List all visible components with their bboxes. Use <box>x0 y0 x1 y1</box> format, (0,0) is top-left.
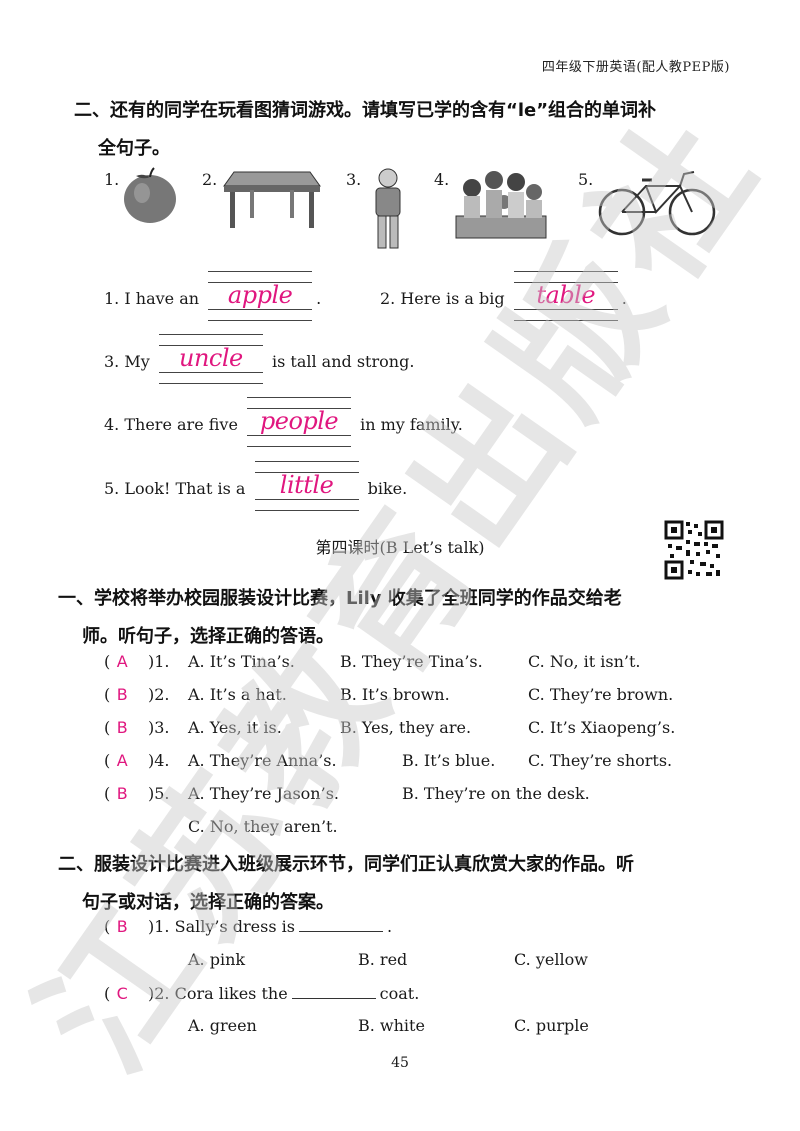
section-title: 二、服装设计比赛进入班级展示环节，同学们正认真欣赏大家的作品。听 句子或对话，选… <box>58 846 748 922</box>
question-number: )1. <box>148 917 170 936</box>
question-item: (B)1. Sally’s dress is. <box>104 917 393 936</box>
handwritten-answer: apple <box>227 281 293 309</box>
page-header: 四年级下册英语(配人教PEP版) <box>541 60 730 75</box>
fill-sentence: 3. My uncle is tall and strong. <box>104 334 415 384</box>
page-number: 45 <box>391 1055 409 1071</box>
option-b: B. They’re on the desk. <box>402 784 590 803</box>
handwritten-answer: little <box>279 471 334 499</box>
answer-blank[interactable]: table <box>513 271 618 321</box>
fill-sentence: 1. I have an apple. <box>104 271 322 321</box>
answer-blank[interactable]: little <box>254 461 359 511</box>
question-stem: coat. <box>379 984 420 1003</box>
section-title-line: 全句子。 <box>98 138 170 159</box>
section-title-line: 师。听句子，选择正确的答语。 <box>82 626 334 647</box>
answer-mark: B <box>116 784 128 803</box>
option-c: C. It’s Xiaopeng’s. <box>528 718 676 737</box>
table-image <box>223 171 321 228</box>
uncle-image <box>375 168 401 249</box>
answer-mark: B <box>116 718 128 737</box>
answer-mark: A <box>116 751 128 770</box>
option-b: B. It’s blue. <box>402 751 496 770</box>
figure-label: 5. <box>578 170 594 189</box>
option-a: A. Yes, it is. <box>188 718 282 737</box>
option-a: A. green <box>188 1016 257 1035</box>
question-stem: Cora likes the <box>174 984 288 1003</box>
option-a: A. It’s Tina’s. <box>188 652 295 671</box>
question-item: (B)5. <box>104 784 170 803</box>
question-item: (A)1. <box>104 652 170 671</box>
question-item: (A)4. <box>104 751 170 770</box>
option-c: C. purple <box>514 1016 589 1035</box>
lesson-title: 第四课时(B Let’s talk) <box>315 538 485 557</box>
handwritten-answer: table <box>536 281 596 309</box>
answer-mark: C <box>116 984 128 1003</box>
section-title-line: 一、学校将举办校园服装设计比赛，Lily 收集了全班同学的作品交给老 <box>58 588 622 609</box>
option-a: A. pink <box>188 950 246 969</box>
qr-code-icon[interactable] <box>664 520 724 580</box>
answer-blank[interactable] <box>291 984 376 999</box>
option-c: C. yellow <box>514 950 588 969</box>
option-c: C. No, they aren’t. <box>188 817 338 836</box>
figure-label: 1. <box>104 170 120 189</box>
sentence-text: . <box>316 289 322 308</box>
option-b: B. white <box>358 1016 425 1035</box>
question-stem: . <box>386 917 393 936</box>
answer-blank[interactable]: apple <box>208 271 313 321</box>
answer-blank[interactable]: people <box>247 397 352 447</box>
option-c: C. They’re brown. <box>528 685 674 704</box>
sentence-text: in my family. <box>360 415 463 434</box>
answer-mark: A <box>116 652 128 671</box>
question-stem: Sally’s dress is <box>174 917 295 936</box>
fill-sentence: 4. There are five people in my family. <box>104 397 463 447</box>
question-number: )2. <box>148 984 170 1003</box>
question-item: (B)2. <box>104 685 170 704</box>
figure-label: 2. <box>202 170 218 189</box>
question-number: )4. <box>148 751 170 770</box>
sentence-text: . <box>621 289 627 308</box>
sentence-text: 1. I have an <box>104 289 200 308</box>
bicycle-image <box>598 171 716 236</box>
option-a: A. It’s a hat. <box>188 685 287 704</box>
sentence-text: 3. My <box>104 352 150 371</box>
section-title-line: 句子或对话，选择正确的答案。 <box>82 892 334 913</box>
option-b: B. red <box>358 950 408 969</box>
option-a: A. They’re Anna’s. <box>188 751 337 770</box>
question-number: )1. <box>148 652 170 671</box>
fill-sentence: 5. Look! That is a little bike. <box>104 461 408 511</box>
section-title-line: 二、服装设计比赛进入班级展示环节，同学们正认真欣赏大家的作品。听 <box>58 854 634 875</box>
answer-mark: B <box>116 917 128 936</box>
question-number: )5. <box>148 784 170 803</box>
option-b: B. It’s brown. <box>340 685 450 704</box>
family-image <box>455 171 547 239</box>
answer-mark: B <box>116 685 128 704</box>
section-title-line: 二、还有的同学在玩看图猜词游戏。请填写已学的含有“le”组合的单词补 <box>74 100 657 121</box>
figure-label: 4. <box>434 170 450 189</box>
section-title: 二、还有的同学在玩看图猜词游戏。请填写已学的含有“le”组合的单词补 全句子。 <box>74 92 734 168</box>
answer-blank[interactable] <box>298 917 383 932</box>
option-c: C. They’re shorts. <box>528 751 673 770</box>
fill-sentence: 2. Here is a big table. <box>380 271 627 321</box>
figure-label: 3. <box>346 170 362 189</box>
section-title: 一、学校将举办校园服装设计比赛，Lily 收集了全班同学的作品交给老 师。听句子… <box>58 580 748 656</box>
option-b: B. Yes, they are. <box>340 718 472 737</box>
option-b: B. They’re Tina’s. <box>340 652 483 671</box>
answer-blank[interactable]: uncle <box>158 334 263 384</box>
sentence-text: bike. <box>367 479 408 498</box>
question-number: )2. <box>148 685 170 704</box>
apple-image <box>124 167 176 223</box>
handwritten-answer: uncle <box>179 344 243 372</box>
question-number: )3. <box>148 718 170 737</box>
sentence-text: 5. Look! That is a <box>104 479 246 498</box>
handwritten-answer: people <box>259 407 339 435</box>
option-a: A. They’re Jason’s. <box>188 784 339 803</box>
sentence-text: is tall and strong. <box>271 352 415 371</box>
sentence-text: 2. Here is a big <box>380 289 505 308</box>
sentence-text: 4. There are five <box>104 415 238 434</box>
option-c: C. No, it isn’t. <box>528 652 641 671</box>
question-item: (B)3. <box>104 718 170 737</box>
